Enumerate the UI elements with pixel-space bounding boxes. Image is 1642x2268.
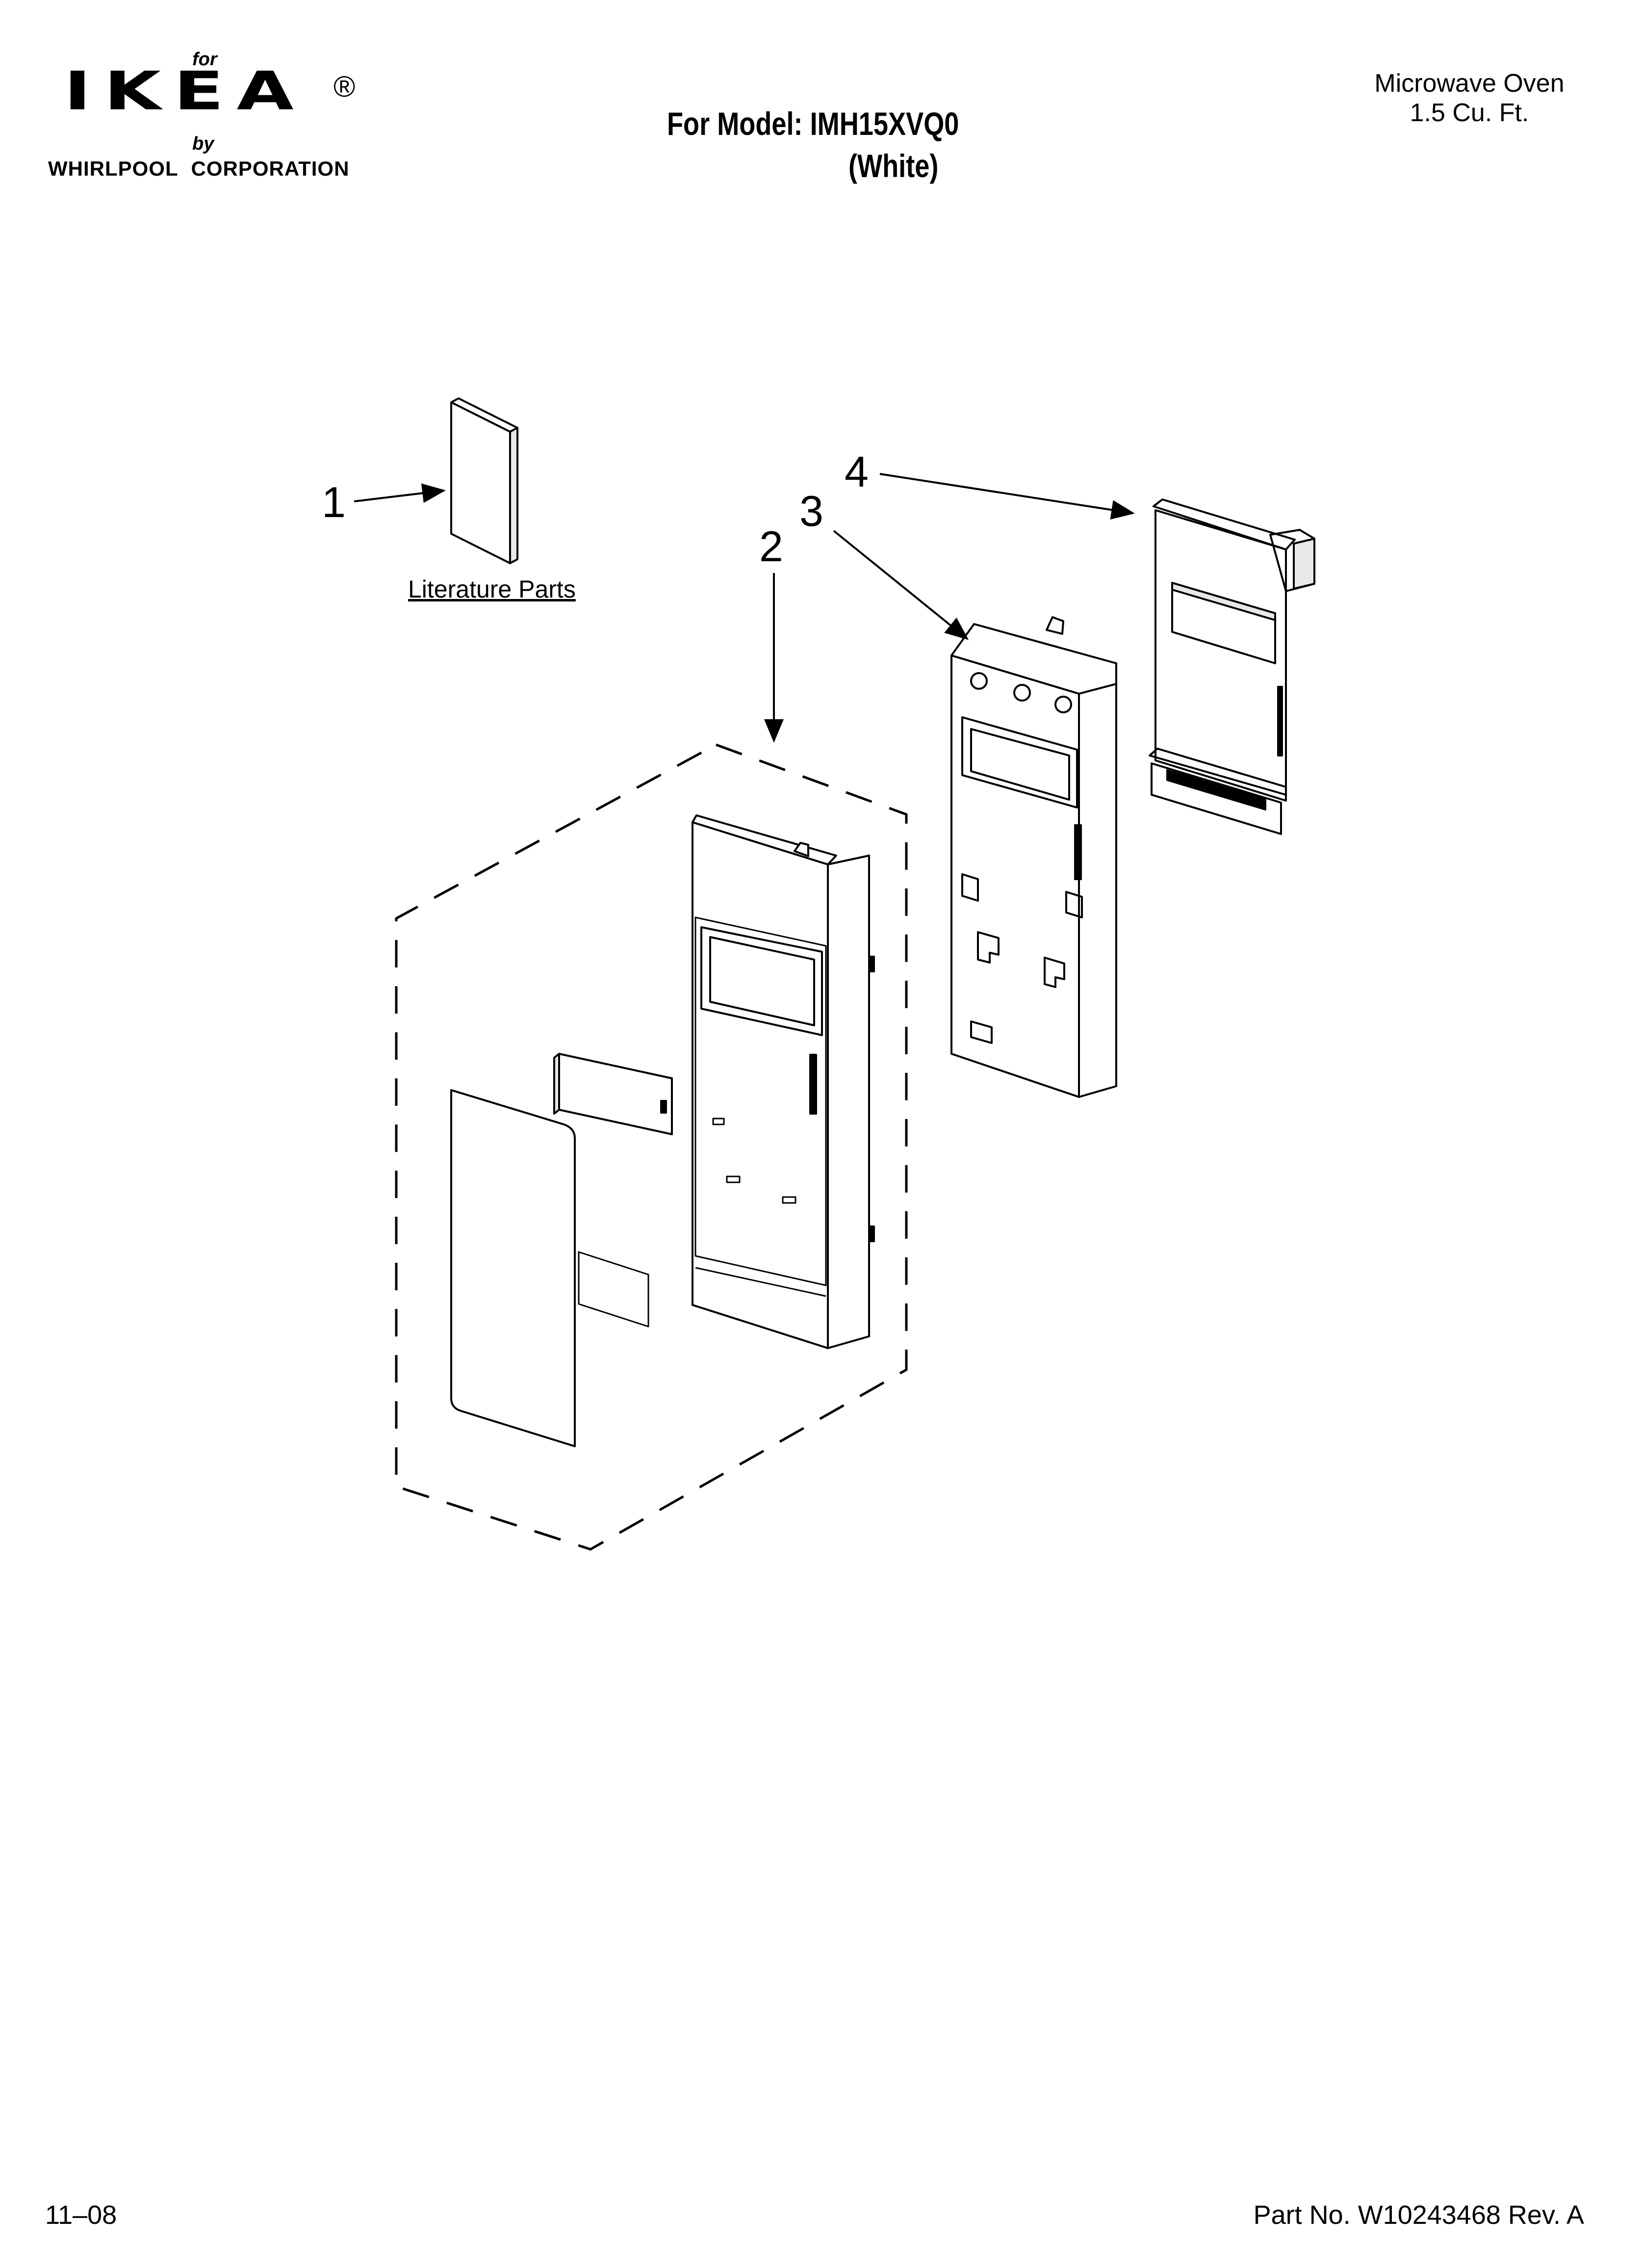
product-capacity: 1.5 Cu. Ft.	[1410, 99, 1529, 127]
literature-booklet	[450, 397, 518, 564]
footer-date-code: 11–08	[45, 2200, 117, 2230]
assembly-boundary	[395, 743, 908, 1551]
logo-for-text: for	[192, 49, 217, 70]
model-title: For Model: IMH15XVQ0	[667, 105, 959, 142]
callout-3-arrow	[833, 530, 969, 640]
callout-number-1: 1	[322, 478, 346, 526]
callout-1-arrow	[354, 483, 446, 503]
logo-by-text: by	[192, 133, 214, 154]
product-type: Microwave Oven	[1374, 69, 1565, 98]
overlay-membrane	[450, 1089, 649, 1447]
callout-number-4: 4	[845, 447, 869, 496]
registered-mark: ®	[334, 70, 356, 103]
callout-4-arrow	[879, 473, 1135, 520]
corporation-name: WHIRLPOOL CORPORATION	[48, 157, 350, 180]
literature-parts-label: Literature Parts	[408, 575, 576, 603]
footer-part-number: Part No. W10243468 Rev. A	[1253, 2200, 1584, 2230]
callout-number-3: 3	[799, 487, 823, 535]
control-panel-front	[692, 814, 875, 1349]
model-color: (White)	[848, 148, 939, 184]
electronic-control-board	[1149, 498, 1315, 835]
control-panel-frame	[950, 616, 1117, 1098]
ikea-logo: IKEA	[64, 60, 307, 122]
keypad-plate	[553, 1053, 673, 1135]
callout-number-2: 2	[759, 522, 783, 571]
